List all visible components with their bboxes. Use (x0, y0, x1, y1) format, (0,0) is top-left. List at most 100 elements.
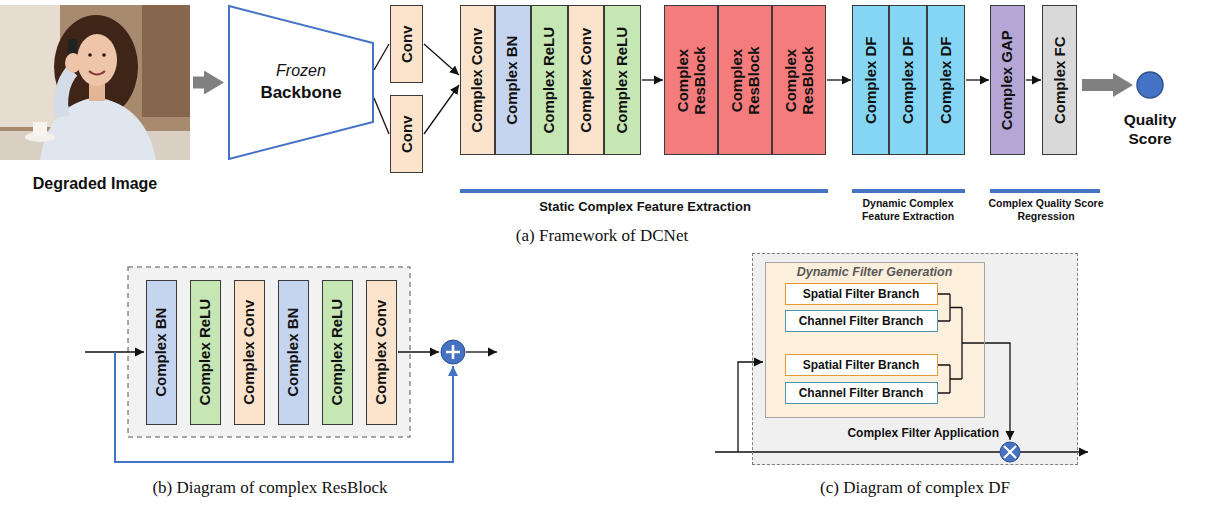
complex-conv-box: Complex Conv (568, 5, 604, 155)
dynamic-filter-box: Complex DF (927, 5, 965, 155)
resblock-container (128, 267, 410, 437)
connector (1026, 79, 1041, 80)
photo-eye (102, 53, 106, 57)
multiply-symbol (1000, 442, 1020, 462)
section-bar (460, 189, 828, 193)
node-text: Quality Score (1110, 111, 1190, 148)
node-text: Complex ReLU (329, 299, 346, 406)
complex-relu-box: Complex ReLU (531, 5, 568, 155)
node-text: Complex Conv (373, 300, 390, 405)
connector (1082, 79, 1113, 91)
photo-window (0, 5, 60, 127)
connector (966, 79, 989, 80)
node-text: Frozen (276, 61, 326, 82)
node-text: Conv (398, 115, 415, 153)
photo-smile (89, 71, 105, 75)
node-text: Spatial Filter Branch (803, 287, 920, 301)
node-text: Complex BN (285, 308, 302, 397)
main-line (715, 451, 1000, 452)
connector (374, 98, 389, 134)
node-text: Dynamic Filter Generation (797, 265, 953, 279)
spatial-branch-box: Spatial Filter Branch (785, 354, 938, 376)
node-text: Complex ReLU (541, 27, 558, 134)
node-text: Conv (398, 25, 415, 63)
subfigure-caption: (c) Diagram of complex DF (715, 478, 1115, 498)
connector (424, 85, 459, 134)
resblock-box: Complex ResBlock (664, 5, 718, 155)
node-text: Complex Conv (469, 27, 486, 132)
complex-bn-box: Complex BN (278, 280, 309, 425)
complex-conv-box: Complex Conv (234, 280, 265, 425)
section-bar (852, 189, 965, 193)
connector (424, 44, 459, 75)
fc-box: Complex FC (1042, 5, 1077, 155)
node-text: Spatial Filter Branch (803, 358, 920, 372)
spatial-branch-box: Spatial Filter Branch (785, 283, 938, 305)
connector (193, 77, 204, 89)
node-text: Complex BN (153, 308, 170, 397)
node-text: Complex ReLU (197, 299, 214, 406)
gap-box: Complex GAP (990, 5, 1025, 155)
subfigure-caption: (a) Framework of DCNet (402, 226, 802, 246)
filter-generation-box: Dynamic Filter GenerationSpatial Filter … (765, 262, 985, 418)
complex-relu-box: Complex ReLU (604, 5, 641, 155)
add-symbol (441, 340, 465, 364)
node-text: Complex Conv (578, 27, 595, 132)
channel-branch-box: Channel Filter Branch (785, 310, 938, 332)
dynamic-filter-box: Complex DF (889, 5, 927, 155)
input-line (738, 362, 763, 452)
photo-eye (88, 53, 92, 57)
photo-illustration (0, 5, 190, 160)
node-text: Complex DF (900, 36, 917, 124)
node-text: Complex BN (505, 35, 522, 124)
complex-bn-box: Complex BN (146, 280, 177, 425)
output-line (466, 351, 497, 352)
photo-arm (61, 71, 72, 117)
backbone-outline (228, 5, 374, 160)
node-text: Channel Filter Branch (799, 314, 924, 328)
subfigure-caption: (b) Diagram of complex ResBlock (70, 478, 470, 498)
node-text: Backbone (260, 82, 341, 104)
score-circle (1137, 72, 1163, 98)
node-text: Complex GAP (999, 30, 1016, 130)
times-sign (1004, 446, 1016, 458)
node-text: Complex DF (938, 36, 955, 124)
output-line (398, 351, 439, 352)
node-text: Complex DF (862, 36, 879, 124)
photo-cup (33, 122, 47, 136)
section-label: Complex Quality Score Regression (983, 197, 1109, 222)
node-text: Complex ResBlock (729, 39, 762, 121)
node-text: Complex Conv (241, 300, 258, 405)
photo-hand (65, 53, 81, 73)
section-label: Static Complex Feature Extraction (475, 199, 815, 215)
complex-conv-box: Complex Conv (460, 5, 495, 155)
complex-relu-box: Complex ReLU (190, 280, 221, 425)
node-text: Degraded Image (33, 175, 157, 193)
photo-wall (142, 5, 190, 117)
section-bar (990, 189, 1100, 193)
connector (827, 79, 851, 80)
merge-lines (938, 294, 962, 393)
connector (642, 79, 663, 80)
node-text: Channel Filter Branch (799, 386, 924, 400)
backbone-trapezoid: FrozenBackbone (228, 5, 374, 160)
score-symbol (1110, 69, 1190, 103)
section-label: Dynamic Complex Feature Extraction (847, 197, 969, 222)
resblock-box: Complex ResBlock (718, 5, 772, 155)
input-image: Degraded Image (0, 5, 190, 197)
plus-sign (446, 345, 460, 359)
node-text: Complex ResBlock (675, 39, 708, 121)
node-text: Complex ReLU (614, 27, 631, 134)
filter-generation-fill (765, 262, 985, 418)
photo-face (77, 34, 117, 86)
complex-bn-box: Complex BN (495, 5, 531, 155)
complex-relu-box: Complex ReLU (322, 280, 353, 425)
node-text: Complex Filter Application (847, 426, 999, 440)
complex-conv-box: Complex Conv (366, 280, 397, 425)
filter-application-box: Complex Filter Application Dynamic Filter… (752, 253, 1078, 465)
resblock-box: Complex ResBlock (772, 5, 826, 155)
filter-line (962, 343, 1010, 440)
conv-box: Conv (390, 95, 423, 173)
conv-box: Conv (390, 5, 423, 83)
